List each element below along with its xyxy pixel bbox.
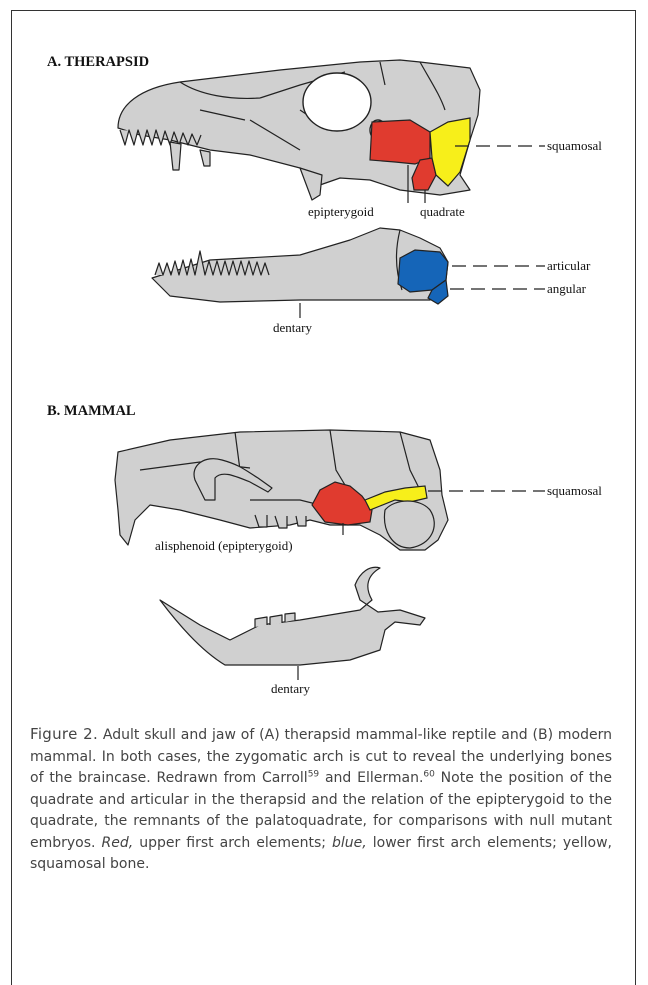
mammal-jaw — [160, 567, 425, 665]
label-angular: angular — [547, 281, 587, 296]
label-squamosal-a: squamosal — [547, 138, 602, 153]
therapsid-skull — [118, 60, 480, 200]
caption-text: upper first arch elements; — [133, 835, 332, 851]
caption-red-word: Red, — [102, 835, 134, 851]
citation-59: 59 — [308, 769, 319, 779]
caption-text: Adult skull and jaw of ( — [98, 727, 265, 743]
label-alisphenoid: alisphenoid (epipterygoid) — [155, 538, 293, 553]
label-dentary-b: dentary — [271, 681, 310, 696]
label-quadrate: quadrate — [420, 204, 465, 219]
therapsid-squamosal-bone — [430, 118, 470, 186]
figure-label: Figure 2. — [30, 725, 98, 743]
label-squamosal-b: squamosal — [547, 483, 602, 498]
mammal-skull — [115, 430, 448, 550]
citation-60: 60 — [423, 769, 434, 779]
caption-ref-b: B — [538, 727, 548, 743]
epipterygoid-bone — [370, 120, 430, 164]
label-epipterygoid: epipterygoid — [308, 204, 374, 219]
caption-blue-word: blue, — [332, 835, 367, 851]
caption-ref-a: A — [265, 727, 275, 743]
label-dentary-a: dentary — [273, 320, 312, 335]
panel-a-heading: A. THERAPSID — [47, 54, 149, 70]
panel-b-heading: B. MAMMAL — [47, 403, 136, 419]
figure-caption: Figure 2. Adult skull and jaw of (A) the… — [30, 724, 612, 876]
label-articular: articular — [547, 258, 591, 273]
caption-text: and Ellerman. — [319, 770, 423, 786]
therapsid-jaw — [152, 228, 448, 304]
caption-text: ) therapsid mammal-like reptile and ( — [274, 727, 538, 743]
